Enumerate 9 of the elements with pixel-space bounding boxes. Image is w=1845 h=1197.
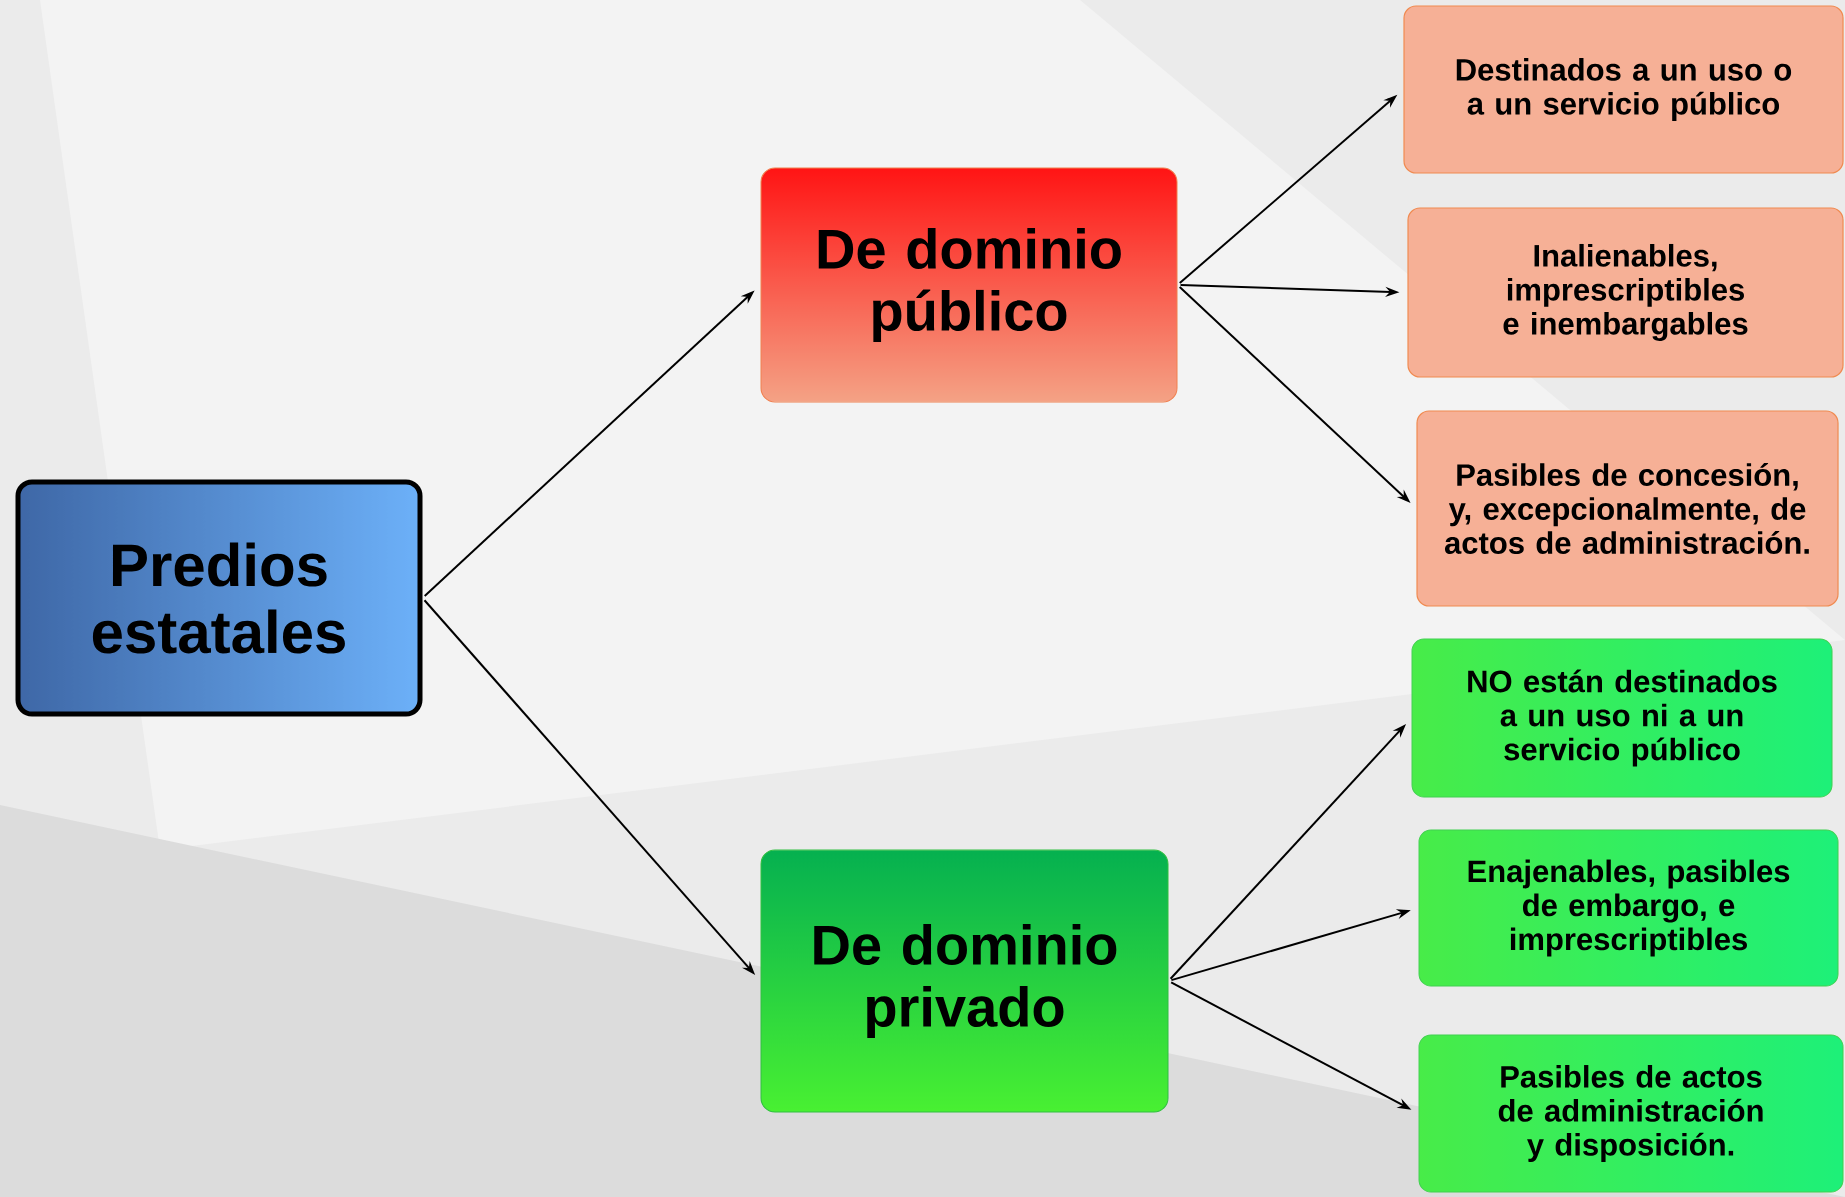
feature-box: Destinados a un uso o a un servicio público [1403, 5, 1844, 174]
feature-box: Inalienables, imprescriptibles e inembargables [1407, 207, 1844, 378]
feature-box: NO están destinados a un uso ni a un servicio público [1411, 638, 1833, 798]
category-box: De dominio privado [760, 849, 1169, 1113]
feature-box: Enajenables, pasibles de embargo, e imprescriptibles [1418, 829, 1839, 987]
category-box: De dominio público [760, 167, 1178, 403]
feature-box: Pasibles de actos de administración y disposición. [1418, 1034, 1844, 1193]
feature-box: Pasibles de concesión, y, excepcionalmente, de actos de administración. [1416, 410, 1839, 607]
root-box: Predios estatales [15, 479, 423, 717]
